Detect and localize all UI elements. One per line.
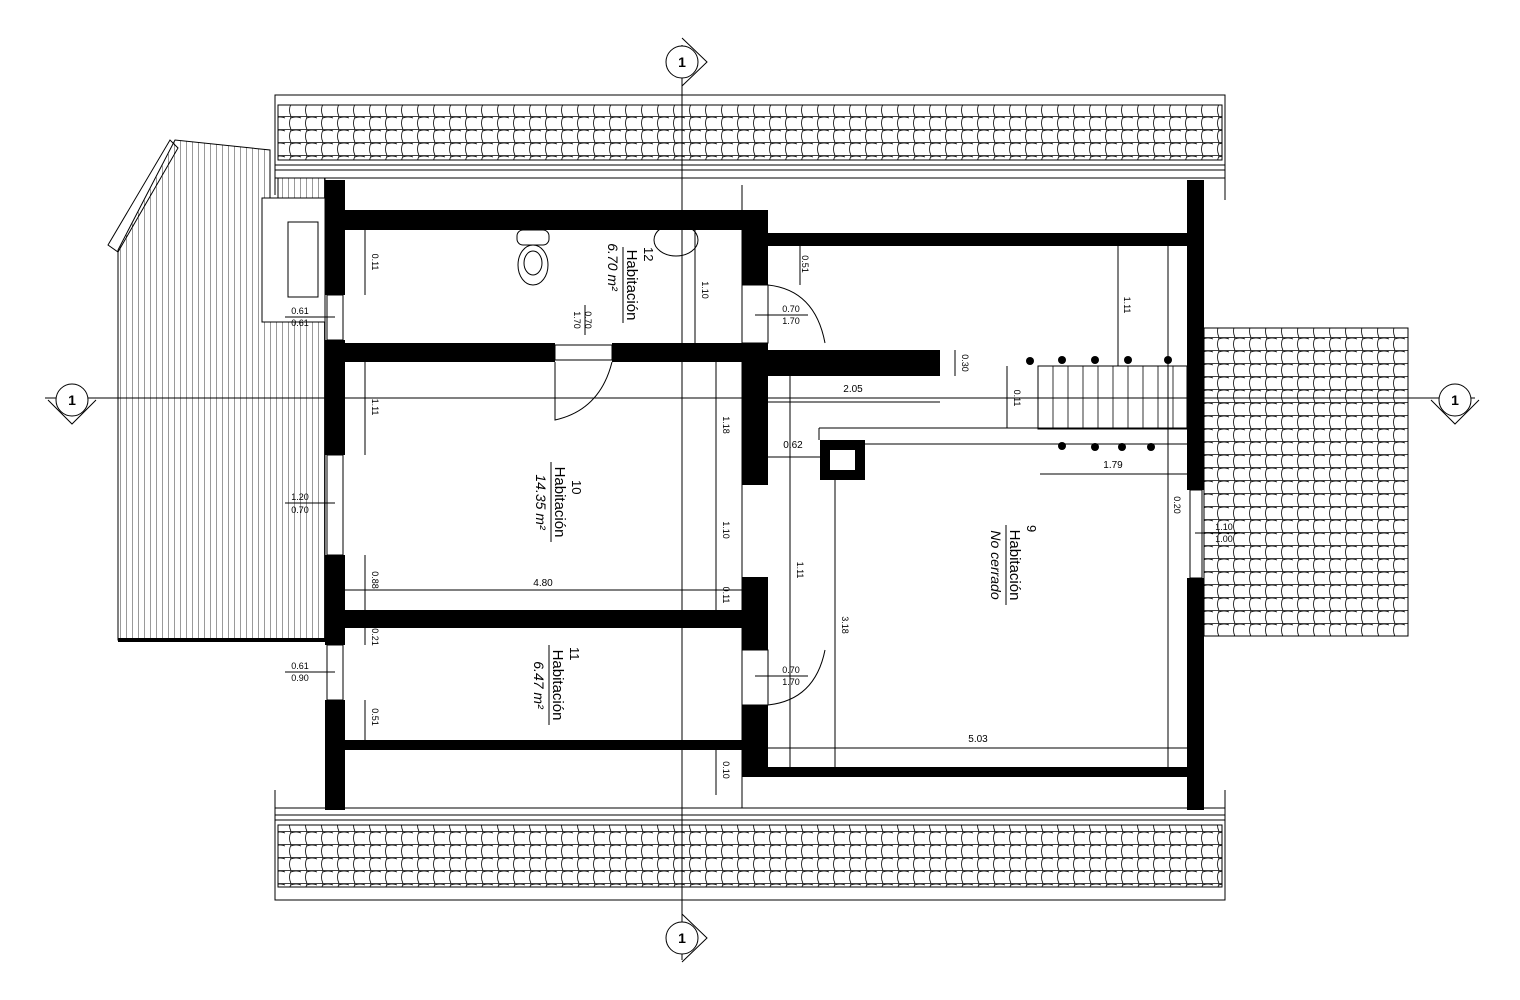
axis-bubble-bottom: 1 (665, 913, 708, 963)
room-name: Habitación (551, 467, 568, 538)
axis-label: 1 (68, 392, 76, 408)
dimension-label: 0.10 (721, 761, 731, 779)
dimension-label: 0.11 (370, 254, 380, 271)
dimension-label: 0.30 (960, 354, 970, 372)
doors (554, 284, 826, 706)
dimension-label: 0.51 (370, 708, 380, 726)
dimension-label: 1.11 (795, 562, 805, 579)
dimension-label: 4.80 (533, 578, 553, 589)
dimension-label: 0.88 (370, 571, 380, 589)
walls (325, 180, 1204, 810)
dimension-label: 3.18 (840, 616, 850, 634)
door-label: 1.70 (572, 311, 582, 329)
dimension-label: 2.05 (843, 384, 863, 395)
opening-labels: 0.61 0.61 1.20 0.70 0.61 0.90 0.70 1.70 … (285, 304, 1240, 687)
dimension-label: 1.11 (1122, 297, 1132, 314)
dimension-label: 1.10 (721, 521, 731, 539)
room-name: Habitación (623, 250, 640, 321)
window-label: 0.70 (291, 505, 309, 515)
axis-label: 1 (678, 54, 686, 70)
roof-right (1203, 327, 1409, 637)
window-label: 0.61 (291, 661, 309, 671)
room-area: 14.35 m² (533, 474, 549, 531)
room-number: 9 (1024, 525, 1039, 532)
door-label: 0.70 (583, 311, 593, 329)
room-11-label: 11 Habitación 6.47 m² (531, 645, 582, 725)
room-area: 6.47 m² (531, 661, 547, 710)
room-number: 11 (567, 647, 582, 661)
door-label: 0.70 (782, 665, 800, 675)
dimension-label: 0.51 (800, 255, 810, 273)
door-label: 1.70 (782, 316, 800, 326)
room-10-label: 10 Habitación 14.35 m² (533, 462, 584, 542)
room-name: Habitación (1006, 530, 1023, 601)
window-label: 0.90 (291, 673, 309, 683)
roof-left-corrugated (107, 139, 326, 642)
dimension-label: 1.79 (1103, 460, 1123, 471)
grid-axes (45, 45, 1475, 960)
dimension-label: 1.11 (370, 399, 380, 416)
toilet-icon (516, 229, 550, 286)
door-label: 0.70 (782, 304, 800, 314)
axis-label: 1 (678, 930, 686, 946)
dimension-label: 5.03 (968, 734, 988, 745)
axis-bubble-right: 1 (1430, 383, 1480, 425)
axis-bubble-top: 1 (665, 37, 708, 87)
window-label: 1.20 (291, 492, 309, 502)
window-label: 1.10 (1215, 522, 1233, 532)
room-name: Habitación (549, 650, 566, 721)
dimension-label: 1.10 (700, 281, 710, 299)
door-label: 1.70 (782, 677, 800, 687)
sink-icon (653, 223, 699, 257)
dimension-label: 0.11 (1012, 390, 1022, 407)
roof-bottom (274, 790, 1226, 901)
room-area: No cerrado (988, 530, 1004, 599)
room-12-label: 12 Habitación 6.70 m² (605, 243, 656, 323)
axis-bubble-left: 1 (47, 383, 97, 425)
dimension-label: 0.21 (370, 628, 380, 646)
window-label: 0.61 (291, 306, 309, 316)
dimension-label: 1.18 (721, 416, 731, 434)
dimension-label: 0.62 (783, 440, 803, 451)
axis-label: 1 (1451, 392, 1459, 408)
dimension-label: 0.11 (721, 587, 731, 604)
dimension-labels: 0.11 1.10 1.11 1.18 1.10 0.88 0.11 4.80 … (370, 254, 1182, 779)
room-12-area: 6.70 m² (605, 243, 621, 292)
window-label: 1.00 (1215, 534, 1233, 544)
room-number: 12 (641, 247, 656, 261)
dimension-label: 0.20 (1172, 496, 1182, 514)
room-9-label: 9 Habitación No cerrado (988, 525, 1039, 605)
window-label: 0.61 (291, 318, 309, 328)
roof-top (274, 94, 1226, 200)
room-number: 10 (569, 480, 584, 494)
windows (326, 284, 1203, 706)
